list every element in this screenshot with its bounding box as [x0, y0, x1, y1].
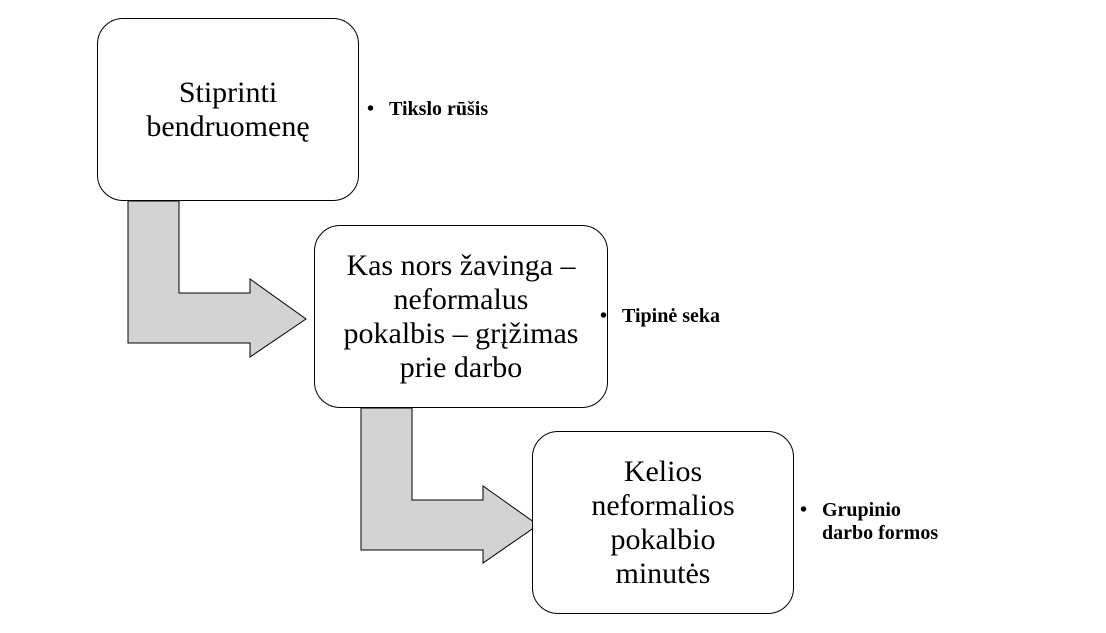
step-box-3: Kelios neformalios pokalbio minutės: [532, 431, 794, 614]
step-3-line-2: neformalios: [591, 488, 735, 522]
bent-arrow-2-to-3: [360, 407, 539, 564]
step-2-line-2: neformalus: [393, 282, 529, 316]
step-3-text: Kelios neformalios pokalbio minutės: [591, 455, 734, 591]
side-label-3-text: Grupinio darbo formos: [822, 499, 938, 545]
side-label-3: • Grupinio darbo formos: [800, 499, 938, 545]
step-3-line-4: minutės: [615, 556, 711, 590]
step-box-2: Kas nors žavinga – neformalus pokalbis –…: [314, 225, 608, 408]
step-2-line-4: prie darbo: [399, 350, 523, 384]
side-label-2-line-1: Tipinė seka: [622, 305, 720, 327]
step-1-text: Stiprinti bendruomenę: [146, 76, 309, 144]
step-2-text: Kas nors žavinga – neformalus pokalbis –…: [344, 249, 579, 385]
step-3-line-1: Kelios: [623, 454, 703, 488]
side-label-3-line-2: darbo formos: [822, 522, 939, 544]
side-label-1: • Tikslo rūšis: [367, 98, 488, 121]
side-label-2-text: Tipinė seka: [622, 305, 720, 328]
step-2-line-3: pokalbis – grįžimas: [343, 316, 579, 350]
step-box-1: Stiprinti bendruomenę: [97, 18, 359, 201]
side-label-1-line-1: Tikslo rūšis: [389, 98, 489, 120]
step-1-line-2: bendruomenę: [146, 109, 310, 143]
bullet-2: •: [600, 305, 608, 327]
step-2-line-1: Kas nors žavinga –: [346, 248, 576, 282]
bullet-1: •: [367, 98, 375, 120]
side-label-2: • Tipinė seka: [600, 305, 720, 328]
side-label-3-line-1: Grupinio: [822, 499, 901, 521]
step-1-line-1: Stiprinti: [178, 75, 278, 109]
step-3-line-3: pokalbio: [610, 522, 716, 556]
bent-arrow-1-to-2: [127, 200, 307, 358]
bullet-3: •: [800, 499, 808, 521]
side-label-1-text: Tikslo rūšis: [389, 98, 488, 121]
